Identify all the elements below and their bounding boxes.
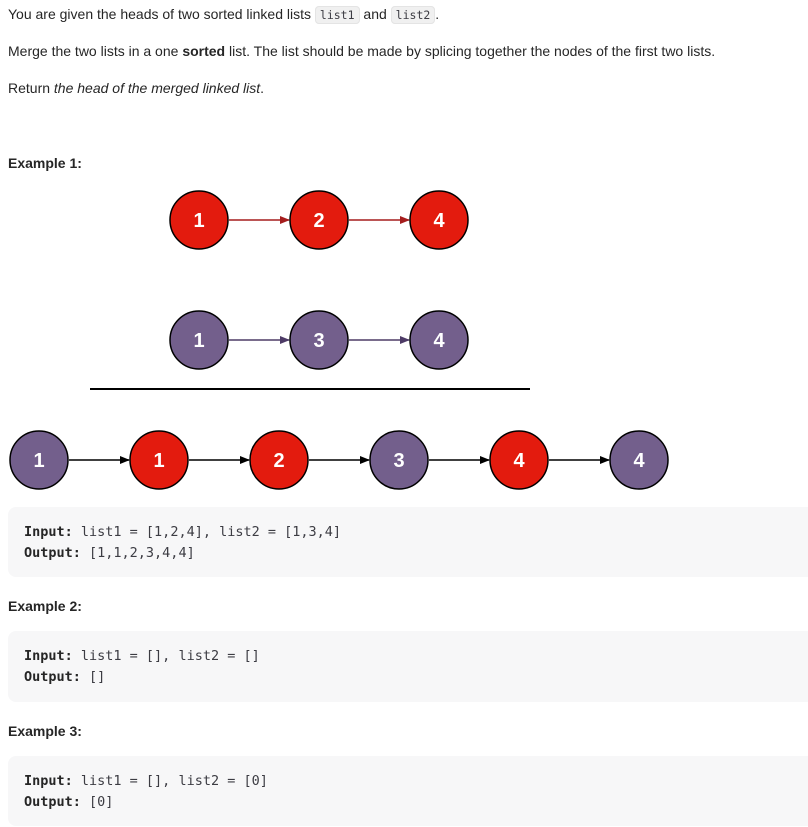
list1-node: 2 (289, 190, 349, 250)
description-text: You are given the heads of two sorted li… (8, 6, 315, 22)
node-circle (369, 430, 429, 490)
node-circle (289, 190, 349, 250)
output-label: Output: (24, 544, 81, 561)
merged-node: 4 (609, 430, 669, 490)
output-value: [] (80, 668, 106, 685)
output-label: Output: (24, 793, 81, 810)
merged-node: 1 (9, 430, 69, 490)
node-circle (169, 310, 229, 370)
example-2-block: Input: list1 = [], list2 = [] Output: [] (8, 631, 808, 702)
input-label: Input: (24, 524, 73, 540)
example-3-heading: Example 3: (8, 723, 82, 739)
merged-node: 2 (249, 430, 309, 490)
list1-node: 4 (409, 190, 469, 250)
description-text: Return (8, 80, 54, 96)
description-line-2: Merge the two lists in a one sorted list… (8, 41, 715, 61)
output-label: Output: (24, 668, 81, 685)
node-circle (129, 430, 189, 490)
example-3-block: Input: list1 = [], list2 = [0] Output: [… (8, 756, 808, 826)
input-value: list1 = [], list2 = [0] (72, 773, 268, 789)
description-line-1: You are given the heads of two sorted li… (8, 4, 439, 25)
list2-diagram: 1 3 4 (169, 310, 469, 370)
list2-node: 1 (169, 310, 229, 370)
node-circle (169, 190, 229, 250)
node-label: 4 (513, 450, 525, 472)
bold-text: sorted (182, 43, 226, 59)
node-label: 1 (33, 450, 44, 472)
example-1-heading: Example 1: (8, 155, 82, 171)
input-label: Input: (24, 648, 73, 664)
example-2-heading: Example 2: (8, 598, 82, 614)
description-text: Merge the two lists in a one (8, 43, 183, 59)
node-label: 1 (153, 450, 164, 472)
input-value: list1 = [], list2 = [] (72, 648, 260, 664)
output-value: [1,1,2,3,4,4] (80, 544, 195, 561)
description-text: list. The list should be made by splicin… (225, 43, 716, 59)
description-text: . (435, 6, 440, 22)
node-label: 4 (633, 450, 645, 472)
merged-node: 4 (489, 430, 549, 490)
node-label: 4 (433, 330, 445, 352)
node-circle (249, 430, 309, 490)
inline-code-list2: list2 (390, 6, 436, 24)
output-value: [0] (80, 793, 114, 810)
node-label: 3 (313, 330, 324, 352)
merge-diagram: 1 2 4 1 3 4 1 1 2 3 4 4 (9, 190, 669, 490)
list2-node: 3 (289, 310, 349, 370)
node-label: 2 (273, 450, 284, 472)
node-circle (609, 430, 669, 490)
description-line-3: Return the head of the merged linked lis… (8, 78, 264, 98)
node-circle (9, 430, 69, 490)
inline-code-list1: list1 (314, 6, 360, 24)
list1-node: 1 (169, 190, 229, 250)
description-text: and (359, 6, 391, 22)
list2-node: 4 (409, 310, 469, 370)
node-circle (289, 310, 349, 370)
merged-node: 1 (129, 430, 189, 490)
input-value: list1 = [1,2,4], list2 = [1,3,4] (72, 524, 341, 540)
italic-text: the head of the merged linked list (53, 80, 261, 96)
example-output: Output: [1,1,2,3,4,4] (24, 543, 800, 564)
example-input: Input: list1 = [], list2 = [0] (24, 771, 800, 792)
example-input: Input: list1 = [1,2,4], list2 = [1,3,4] (24, 522, 800, 543)
node-label: 4 (433, 210, 445, 232)
merged-list-diagram: 1 1 2 3 4 4 (9, 430, 669, 490)
node-label: 3 (393, 450, 404, 472)
node-label: 1 (193, 210, 204, 232)
example-1-block: Input: list1 = [1,2,4], list2 = [1,3,4] … (8, 507, 808, 577)
example-input: Input: list1 = [], list2 = [] (24, 646, 800, 667)
example-output: Output: [] (24, 667, 800, 688)
node-circle (489, 430, 549, 490)
merged-node: 3 (369, 430, 429, 490)
description-text: . (260, 80, 265, 96)
list1-diagram: 1 2 4 (169, 190, 469, 250)
node-label: 2 (313, 210, 324, 232)
node-label: 1 (193, 330, 204, 352)
example-output: Output: [0] (24, 792, 800, 813)
node-circle (409, 310, 469, 370)
node-circle (409, 190, 469, 250)
input-label: Input: (24, 773, 73, 789)
